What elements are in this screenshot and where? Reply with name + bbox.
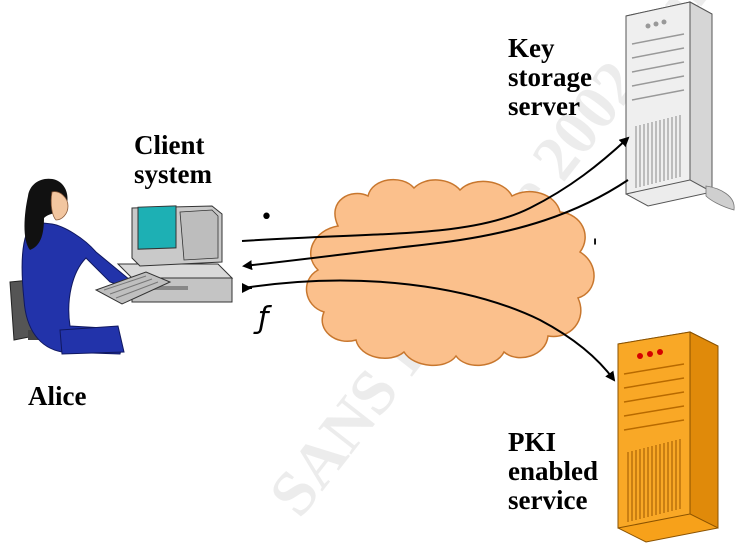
symbol-florin: ƒ	[258, 301, 269, 336]
alice-figure	[9, 178, 134, 355]
arrows	[241, 136, 630, 382]
pki-service-server	[617, 331, 719, 543]
alice-label: Alice	[28, 381, 87, 411]
symbol-prime: '	[592, 236, 599, 261]
arrow-key-server-to-client	[242, 179, 629, 271]
key-storage-server	[625, 1, 735, 211]
pki-service-label: PKI enabled service	[508, 427, 599, 515]
network-cloud	[305, 178, 595, 367]
client-system-label: Client system	[134, 130, 212, 189]
arrow-client-to-pki	[243, 279, 616, 382]
arrow-client-to-key-server	[241, 136, 630, 242]
key-storage-server-label: Key storage server	[508, 33, 592, 121]
symbol-bullet: •	[260, 205, 273, 230]
client-computer	[94, 205, 234, 305]
